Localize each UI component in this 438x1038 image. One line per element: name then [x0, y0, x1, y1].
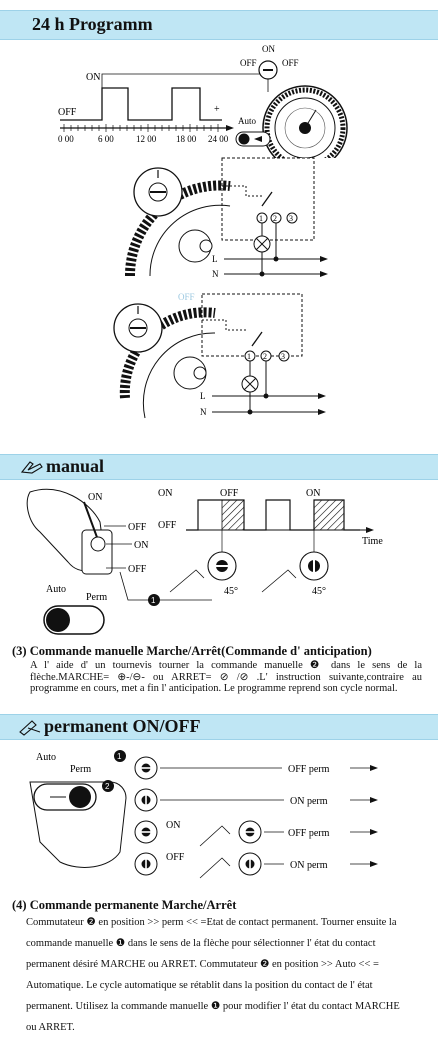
dial-off-right-label: OFF	[282, 58, 299, 68]
permanent-paragraph: Commutateur ❷ en position >> perm << =Et…	[26, 917, 400, 1033]
hand-label-off-2: OFF	[128, 564, 147, 575]
timeline-off-label: OFF	[58, 107, 77, 118]
terminal-3-a: 3	[289, 214, 293, 223]
callout-2-text: 2	[105, 782, 110, 791]
section-header-permanent	[0, 714, 438, 740]
timeline-tick-18: 18 00	[176, 134, 197, 144]
switch-auto-label: Auto	[46, 584, 66, 595]
perm-row-1-label: OFF perm	[288, 764, 330, 775]
line-l-label-a: L	[212, 254, 218, 264]
knob-magnified-b	[113, 303, 163, 353]
perm-row-4-dial-a	[134, 852, 158, 876]
auto-perm-switch	[43, 605, 105, 635]
hand-label-on-2: ON	[134, 540, 148, 551]
timeline-axis-arrow	[226, 125, 234, 131]
hand-label-off-1: OFF	[128, 522, 147, 533]
section-title-24h: 24 h Programm	[32, 14, 153, 34]
hand-label-on-1: ON	[88, 492, 102, 503]
manual-knob-icon	[258, 60, 278, 80]
permanent-diagram: Auto Perm 2 1 OFF perm ON perm ON	[29, 750, 378, 879]
relay-box-b	[201, 293, 303, 357]
section-header-manual	[0, 454, 438, 480]
dial-45-icon-2	[261, 551, 329, 593]
pencil-icon	[19, 720, 41, 736]
perm-switch-hand	[29, 781, 127, 868]
switch-perm-label: Perm	[86, 592, 107, 603]
chart-off-row-label: OFF	[158, 520, 177, 531]
dial-45-icon-1	[169, 551, 237, 593]
terminal-1-a: 1	[259, 214, 263, 223]
timeline-on-label: ON	[86, 72, 100, 83]
manual-wave	[186, 499, 360, 531]
perm-row-1-dial	[134, 756, 158, 780]
timeline-tick-12: 12 00	[136, 134, 157, 144]
chart-on-row-label: ON	[158, 488, 172, 499]
lamp-icon-a	[253, 235, 271, 253]
perm-switch-perm-label: Perm	[70, 764, 91, 775]
timeline-link-line	[101, 73, 269, 92]
section-header-24h	[0, 10, 438, 40]
perm-row-4-dial-b	[238, 852, 262, 876]
manual-paragraph: A l' aide d' un tournevis tourner la com…	[30, 660, 422, 694]
circuit-diagram-b: OFF 1 2 3 L N	[113, 292, 326, 419]
timeline-wave	[60, 87, 222, 121]
terminal-1-b: 1	[247, 352, 251, 361]
angle-label-2: 45°	[312, 586, 326, 597]
timeline-ticks	[63, 124, 219, 132]
relay-box-a	[221, 157, 315, 241]
perm-row-3-dial-a	[134, 820, 158, 844]
callout-1-icon	[148, 594, 160, 606]
perm-row-4-dial-text: OFF	[166, 852, 185, 863]
callout-1b-icon	[114, 750, 126, 762]
line-n-label-b: N	[200, 407, 207, 417]
terminal-2-b: 2	[263, 352, 267, 361]
timeline-tick-0: 0 00	[58, 134, 74, 144]
timeline-tick-6: 6 00	[98, 134, 114, 144]
perm-row-2-label: ON perm	[290, 796, 328, 807]
callout-1b-text: 1	[117, 752, 122, 761]
dial-on-label: ON	[262, 44, 275, 54]
perm-row-3-dial-b	[238, 820, 262, 844]
callout-2-icon	[102, 780, 114, 792]
knob-magnified-a	[133, 167, 183, 217]
chart-time-label: Time	[362, 536, 383, 547]
terminal-2-a: 2	[273, 214, 277, 223]
line-n-label-a: N	[212, 269, 219, 279]
dial-off-left-label: OFF	[240, 58, 257, 68]
section-title-permanent: permanent ON/OFF	[44, 716, 201, 736]
manual-heading: (3) Commande manuelle Marche/Arrêt(Comma…	[12, 644, 372, 658]
angle-label-1: 45°	[224, 586, 238, 597]
program-timeline-diagram: ON OFF + 0 00 6 00 12 00 18 00 24 00 ON …	[58, 44, 348, 158]
hand-with-screwdriver-icon	[26, 488, 113, 575]
section-title-manual: manual	[46, 456, 105, 476]
timer-dial	[262, 85, 348, 158]
circuit-diagram-a: 1 2 3 L N	[124, 157, 328, 279]
manual-diagram: ON OFF ON OFF Auto Perm 1 ON OFF OFF ON …	[26, 488, 383, 635]
callout-1-text: 1	[151, 596, 156, 605]
permanent-heading: (4) Commande permanente Marche/Arrêt	[12, 898, 237, 912]
dial-auto-label: Auto	[238, 116, 257, 126]
perm-row-3-dial-text: ON	[166, 820, 180, 831]
chart-label-off-top: OFF	[220, 488, 239, 499]
perm-row-3-label: OFF perm	[288, 828, 330, 839]
lamp-icon-b	[241, 375, 259, 393]
hand-icon	[20, 461, 43, 474]
perm-switch-auto-label: Auto	[36, 752, 56, 763]
faint-off-label: OFF	[178, 292, 195, 302]
timeline-tick-24: 24 00	[208, 134, 229, 144]
perm-row-4-label: ON perm	[290, 860, 328, 871]
terminal-3-b: 3	[281, 352, 285, 361]
timeline-plus-label: +	[214, 104, 220, 115]
auto-switch-icon	[235, 131, 271, 147]
perm-row-2-dial	[134, 788, 158, 812]
line-l-label-b: L	[200, 391, 206, 401]
chart-label-on-top: ON	[306, 488, 320, 499]
